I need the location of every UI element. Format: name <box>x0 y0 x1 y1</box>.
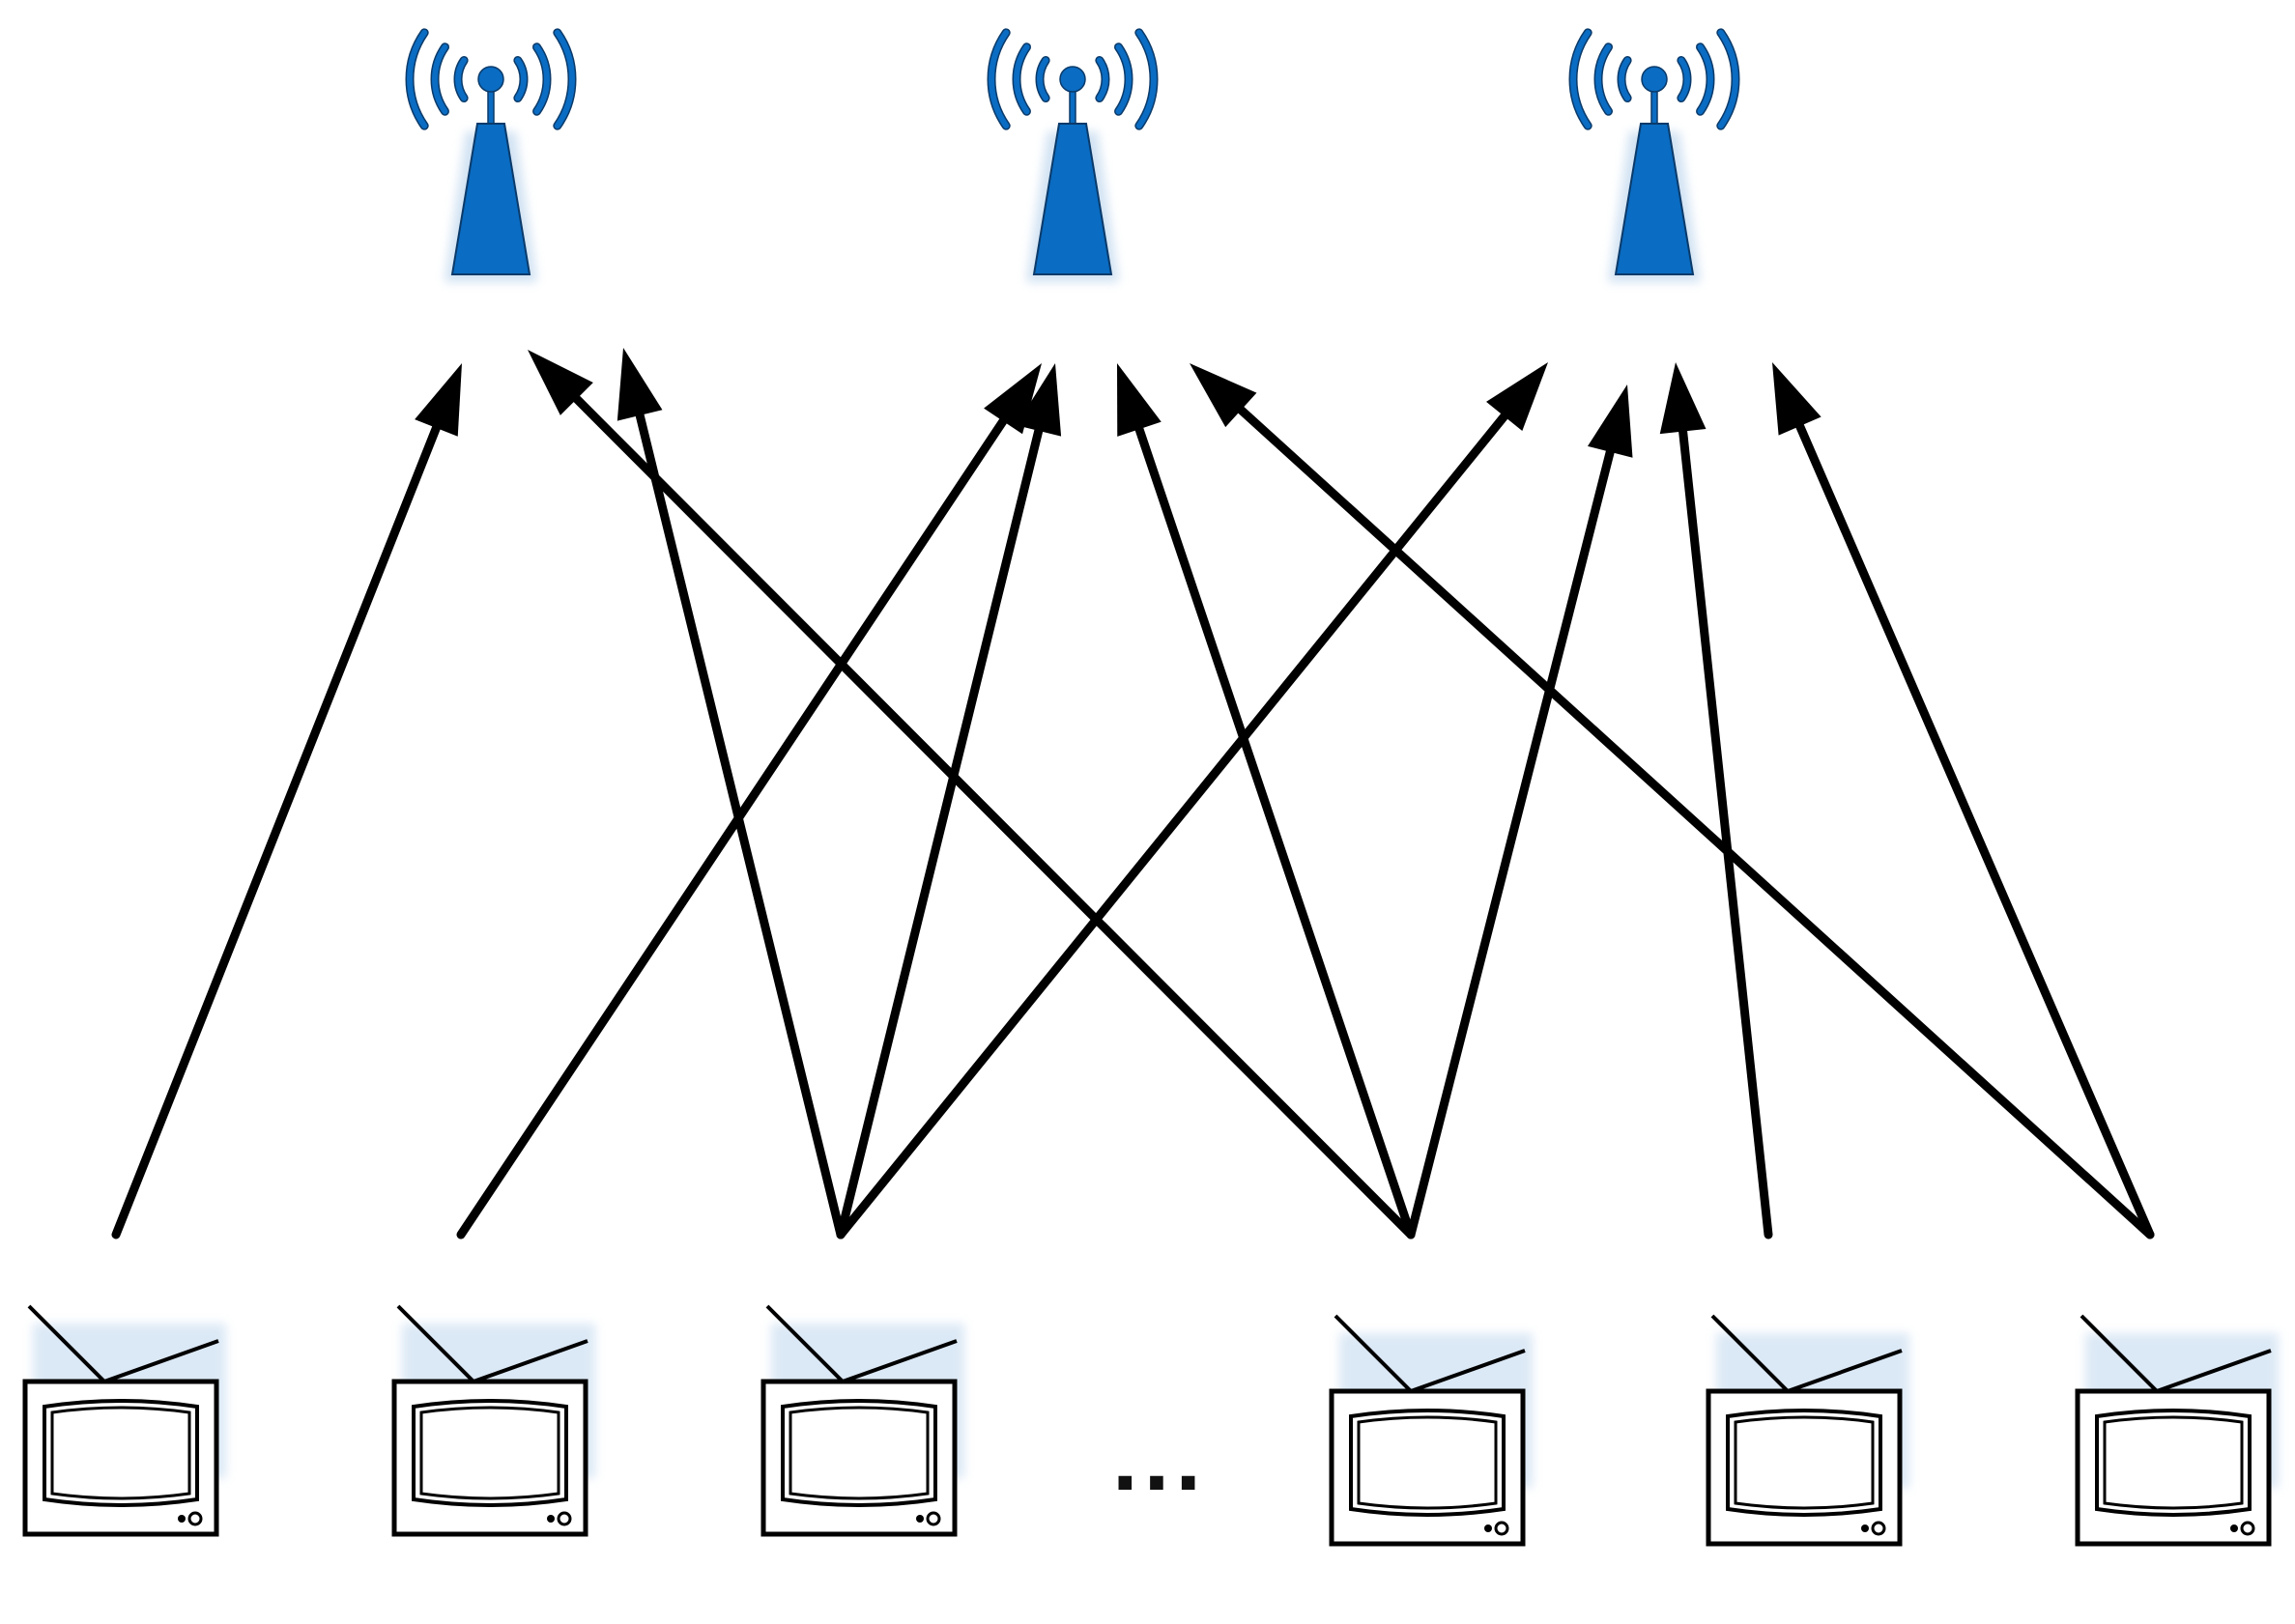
towers <box>405 28 1740 282</box>
arrow-d4-to-t3 <box>1406 385 1633 1239</box>
arrow-d6-to-t3 <box>1772 362 2155 1239</box>
arrow-d3-to-t2 <box>836 363 1062 1239</box>
radio-tower-icon <box>987 28 1159 282</box>
arrowhead-icon <box>528 350 593 415</box>
arrow-d4-to-t2 <box>1117 363 1416 1239</box>
terminal-device-icon <box>2075 1314 2279 1547</box>
arrowhead-icon <box>1587 385 1633 458</box>
arrowhead-icon <box>1486 362 1548 432</box>
more-devices-ellipsis: ... <box>1111 1407 1207 1510</box>
terminal-device-icon <box>760 1304 964 1537</box>
terminal-device-icon <box>22 1304 226 1537</box>
radio-tower-icon <box>1568 28 1740 282</box>
arrow-d5-to-t3 <box>1659 362 1773 1239</box>
arrowhead-icon <box>1117 363 1162 437</box>
arrow-d4-to-t1 <box>528 350 1416 1239</box>
devices <box>22 1304 2279 1547</box>
terminal-device-icon <box>1706 1314 1909 1547</box>
radio-tower-icon <box>405 28 577 282</box>
arrow-d6-to-t2 <box>1190 363 2155 1239</box>
arrow-d2-to-t2 <box>456 363 1042 1239</box>
arrowhead-icon <box>617 348 663 421</box>
arrowhead-icon <box>1190 363 1257 428</box>
arrowhead-icon <box>1659 362 1707 435</box>
arrowhead-icon <box>1772 362 1822 436</box>
terminal-device-icon <box>391 1304 595 1537</box>
arrow-d3-to-t1 <box>617 348 846 1239</box>
arrowhead-icon <box>415 363 462 437</box>
connection-arrows <box>111 348 2155 1239</box>
terminal-device-icon <box>1329 1314 1533 1547</box>
arrow-d1-to-t1 <box>111 363 462 1239</box>
arrowhead-icon <box>1016 363 1062 437</box>
